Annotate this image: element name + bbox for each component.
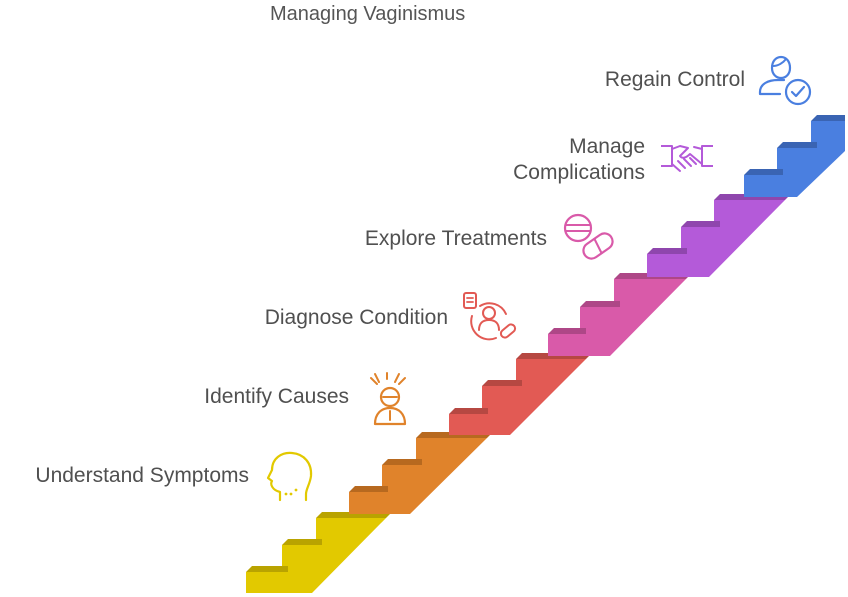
stair-segment-manage-complications [647,194,791,277]
stressed-person-icon [370,372,407,426]
handshake-icon [661,145,713,172]
stair-segment-explore-treatments [548,273,692,356]
stair-segment-identify-causes [349,432,493,514]
step-label-diagnose-condition: Diagnose Condition [264,306,448,329]
step-label-line: Complications [513,161,645,184]
stair-segment-regain-control [744,115,845,197]
diagram-title: Managing Vaginismus [270,3,466,25]
stair-segment-diagnose-condition [449,353,592,435]
step-label-regain-control: Regain Control [604,68,745,91]
step-label-manage-complications: Manage Complications [513,134,645,186]
patient-diagnosis-icon [463,292,517,341]
step-label-line: Manage [569,135,645,158]
pills-icon [563,213,614,260]
step-label-understand-symptoms: Understand Symptoms [35,464,249,487]
step-label-explore-treatments: Explore Treatments [364,227,547,250]
head-icon [266,451,313,502]
stair-segment-understand-symptoms [246,512,392,593]
user-check-icon [758,55,812,106]
step-label-identify-causes: Identify Causes [204,385,349,408]
